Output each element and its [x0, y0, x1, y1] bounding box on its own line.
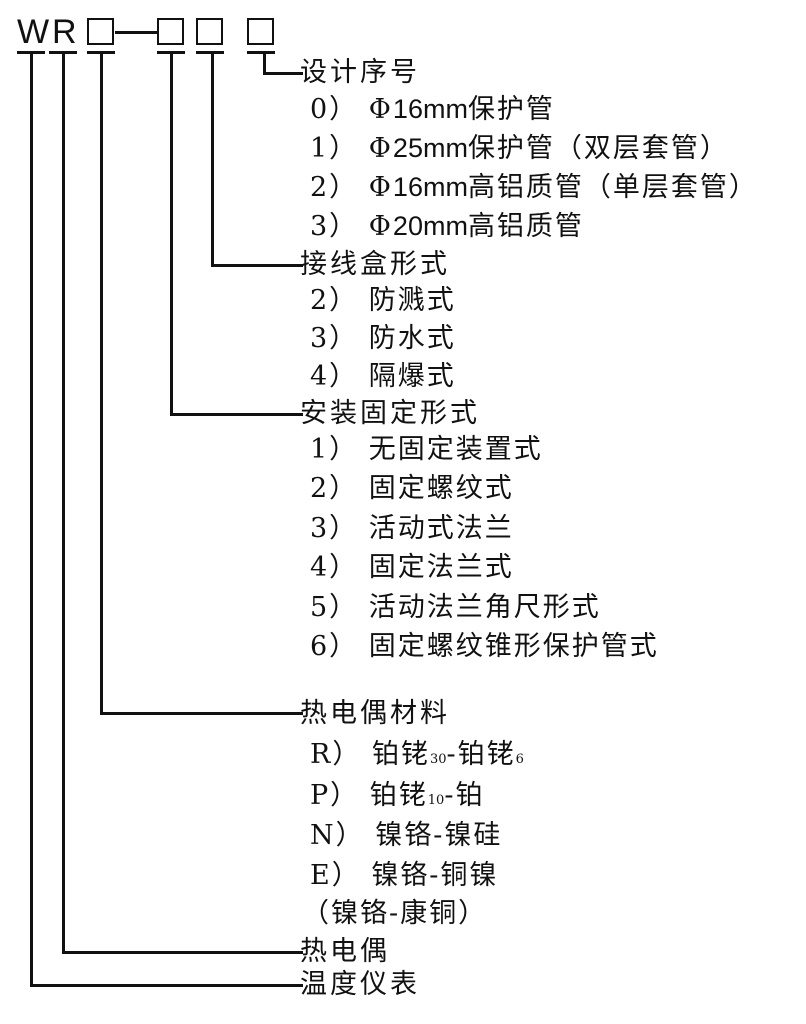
phi-symbol: Φ: [368, 211, 393, 242]
phi-symbol: Φ: [368, 133, 393, 164]
list-item: 6） 固定螺纹锥形保护管式: [310, 631, 659, 662]
leader-material-v: [100, 52, 103, 715]
code-letter-w: W: [17, 13, 50, 51]
code-box-junction: [196, 18, 223, 45]
list-item: 2） 固定螺纹式: [310, 473, 514, 504]
list-item: 5） 活动法兰角尺形式: [310, 592, 601, 623]
leader-junction-h: [211, 264, 303, 267]
section-title-thermocouple: 热电偶: [300, 936, 390, 967]
phi-symbol: Φ: [368, 94, 393, 125]
leader-serial-h: [263, 72, 303, 75]
section-title-mounting: 安装固定形式: [300, 398, 480, 429]
section-title-design-serial: 设计序号: [300, 57, 420, 88]
section-title-junction-box: 接线盒形式: [300, 249, 450, 280]
phi-symbol: Φ: [368, 172, 393, 203]
list-item: 3） 防水式: [310, 323, 456, 354]
list-item: 3） 活动式法兰: [310, 513, 514, 544]
code-box-material: [87, 18, 114, 45]
leader-instrument-v: [30, 52, 33, 987]
underline-box4: [247, 51, 275, 54]
list-item: 1） 无固定装置式: [310, 434, 543, 465]
code-letter-r: R: [52, 13, 77, 51]
leader-thermocouple-v: [62, 52, 65, 954]
material-note: （镍铬-康铜）: [302, 898, 488, 929]
list-item: 2） Φ16mm高铝质管（单层套管）: [310, 172, 758, 203]
leader-instrument-h: [30, 984, 303, 987]
code-separator-dash: [115, 31, 157, 34]
code-box-serial: [247, 18, 274, 45]
underline-box3: [196, 51, 224, 54]
code-box-mounting: [157, 18, 184, 45]
list-item: P） 铂铑10-铂: [310, 780, 485, 811]
leader-material-h: [100, 712, 303, 715]
leader-mounting-v: [170, 52, 173, 416]
list-item: 4） 固定法兰式: [310, 552, 514, 583]
list-item: 0） Φ16mm保护管: [310, 94, 555, 125]
list-item: R） 铂铑30-铂铑6: [310, 739, 524, 770]
section-title-material: 热电偶材料: [300, 698, 450, 729]
list-item: 2） 防溅式: [310, 285, 456, 316]
list-item: 3） Φ20mm高铝质管: [310, 211, 584, 242]
list-item: N） 镍铬-镍硅: [310, 820, 503, 851]
list-item: 1） Φ25mm保护管（双层套管）: [310, 133, 729, 164]
list-item: E） 镍铬-铜镍: [310, 860, 499, 891]
section-title-instrument: 温度仪表: [300, 969, 420, 1000]
leader-junction-v: [211, 52, 214, 267]
leader-serial-v: [263, 52, 266, 75]
leader-mounting-h: [170, 413, 303, 416]
leader-thermocouple-h: [62, 951, 303, 954]
list-item: 4） 隔爆式: [310, 361, 456, 392]
